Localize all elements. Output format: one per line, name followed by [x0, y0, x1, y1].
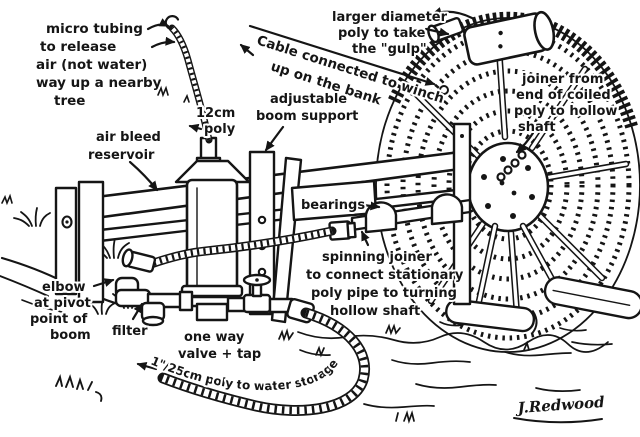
- air-bleed-reservoir: [174, 136, 251, 322]
- label-line: way up a nearby: [36, 75, 162, 91]
- label-line: to connect stationary: [306, 268, 464, 283]
- stationary-poly-pipe: [121, 226, 337, 273]
- label-line: spinning joiner: [322, 250, 432, 265]
- grass-tufts: [13, 207, 143, 315]
- label-one-way-valve: one way valve + tap: [176, 328, 263, 364]
- label-line: shaft: [518, 120, 556, 135]
- one-way-valve-tap: [242, 273, 272, 314]
- hub: [466, 141, 550, 233]
- winch-cable: [248, 24, 436, 86]
- label-air-bleed-reservoir: air bleed reservoir: [86, 128, 163, 165]
- label-line: boom: [50, 328, 91, 343]
- gulp-scoop: [463, 10, 556, 66]
- storage-poly-hose: [157, 307, 370, 416]
- label-adjustable-boom-support: adjustable boom support: [254, 90, 360, 126]
- float-left: [445, 298, 538, 335]
- label-micro-tubing: micro tubing to release air (not water) …: [34, 19, 164, 111]
- bank-posts: [54, 180, 105, 304]
- micro-tubing: [157, 15, 213, 144]
- spinning-joiner-fitting: [328, 220, 357, 241]
- label-line: boom support: [256, 109, 358, 124]
- label-line: elbow: [42, 280, 86, 295]
- label-12cm-poly: 12cm poly: [194, 104, 238, 139]
- label-filter: filter: [112, 324, 148, 339]
- label-line: the "gulp": [352, 42, 427, 57]
- rotation-arrow: [431, 7, 474, 20]
- label-elbow-pivot: elbow at pivot point of boom: [28, 278, 93, 345]
- coiled-poly-rings: [384, 29, 632, 341]
- label-bearings: bearings: [301, 198, 365, 213]
- label-line: poly: [204, 122, 236, 137]
- label-line: point of: [30, 312, 88, 327]
- label-line: air (not water): [36, 57, 147, 73]
- label-line: to release: [40, 39, 116, 55]
- float-right: [543, 276, 640, 320]
- label-line: poly pipe to turning: [311, 286, 457, 301]
- label-line: 12cm: [196, 106, 235, 121]
- label-line: reservoir: [88, 148, 155, 163]
- label-line: poly to take: [338, 26, 426, 41]
- coil-to-shaft-joiner: [496, 150, 527, 182]
- signature: J.Redwood: [513, 393, 606, 424]
- label-line: end of coiled: [516, 88, 611, 103]
- river-bank: [0, 193, 143, 402]
- signature-text: J.Redwood: [514, 393, 606, 417]
- label-line: tree: [54, 93, 85, 109]
- label-line: valve + tap: [178, 347, 261, 362]
- leader-arrows: [92, 7, 535, 371]
- bearing-block-right: [430, 193, 464, 226]
- label-line: one way: [184, 330, 245, 345]
- label-line: larger diameter: [332, 10, 448, 25]
- label-line: at pivot: [34, 296, 91, 311]
- label-line: joiner from: [521, 72, 603, 87]
- label-joiner-coiled-poly: joiner from end of coiled poly to hollow…: [512, 70, 619, 137]
- label-line: hollow shaft: [330, 304, 420, 319]
- label-line: micro tubing: [46, 21, 143, 37]
- label-line: adjustable: [270, 92, 347, 107]
- label-larger-diameter-poly: larger diameter poly to take the "gulp": [330, 8, 450, 59]
- cable-hook: [439, 85, 449, 95]
- label-line: poly to hollow: [514, 104, 617, 119]
- label-spinning-joiner: spinning joiner to connect stationary po…: [304, 248, 466, 321]
- label-line: air bleed: [96, 130, 161, 145]
